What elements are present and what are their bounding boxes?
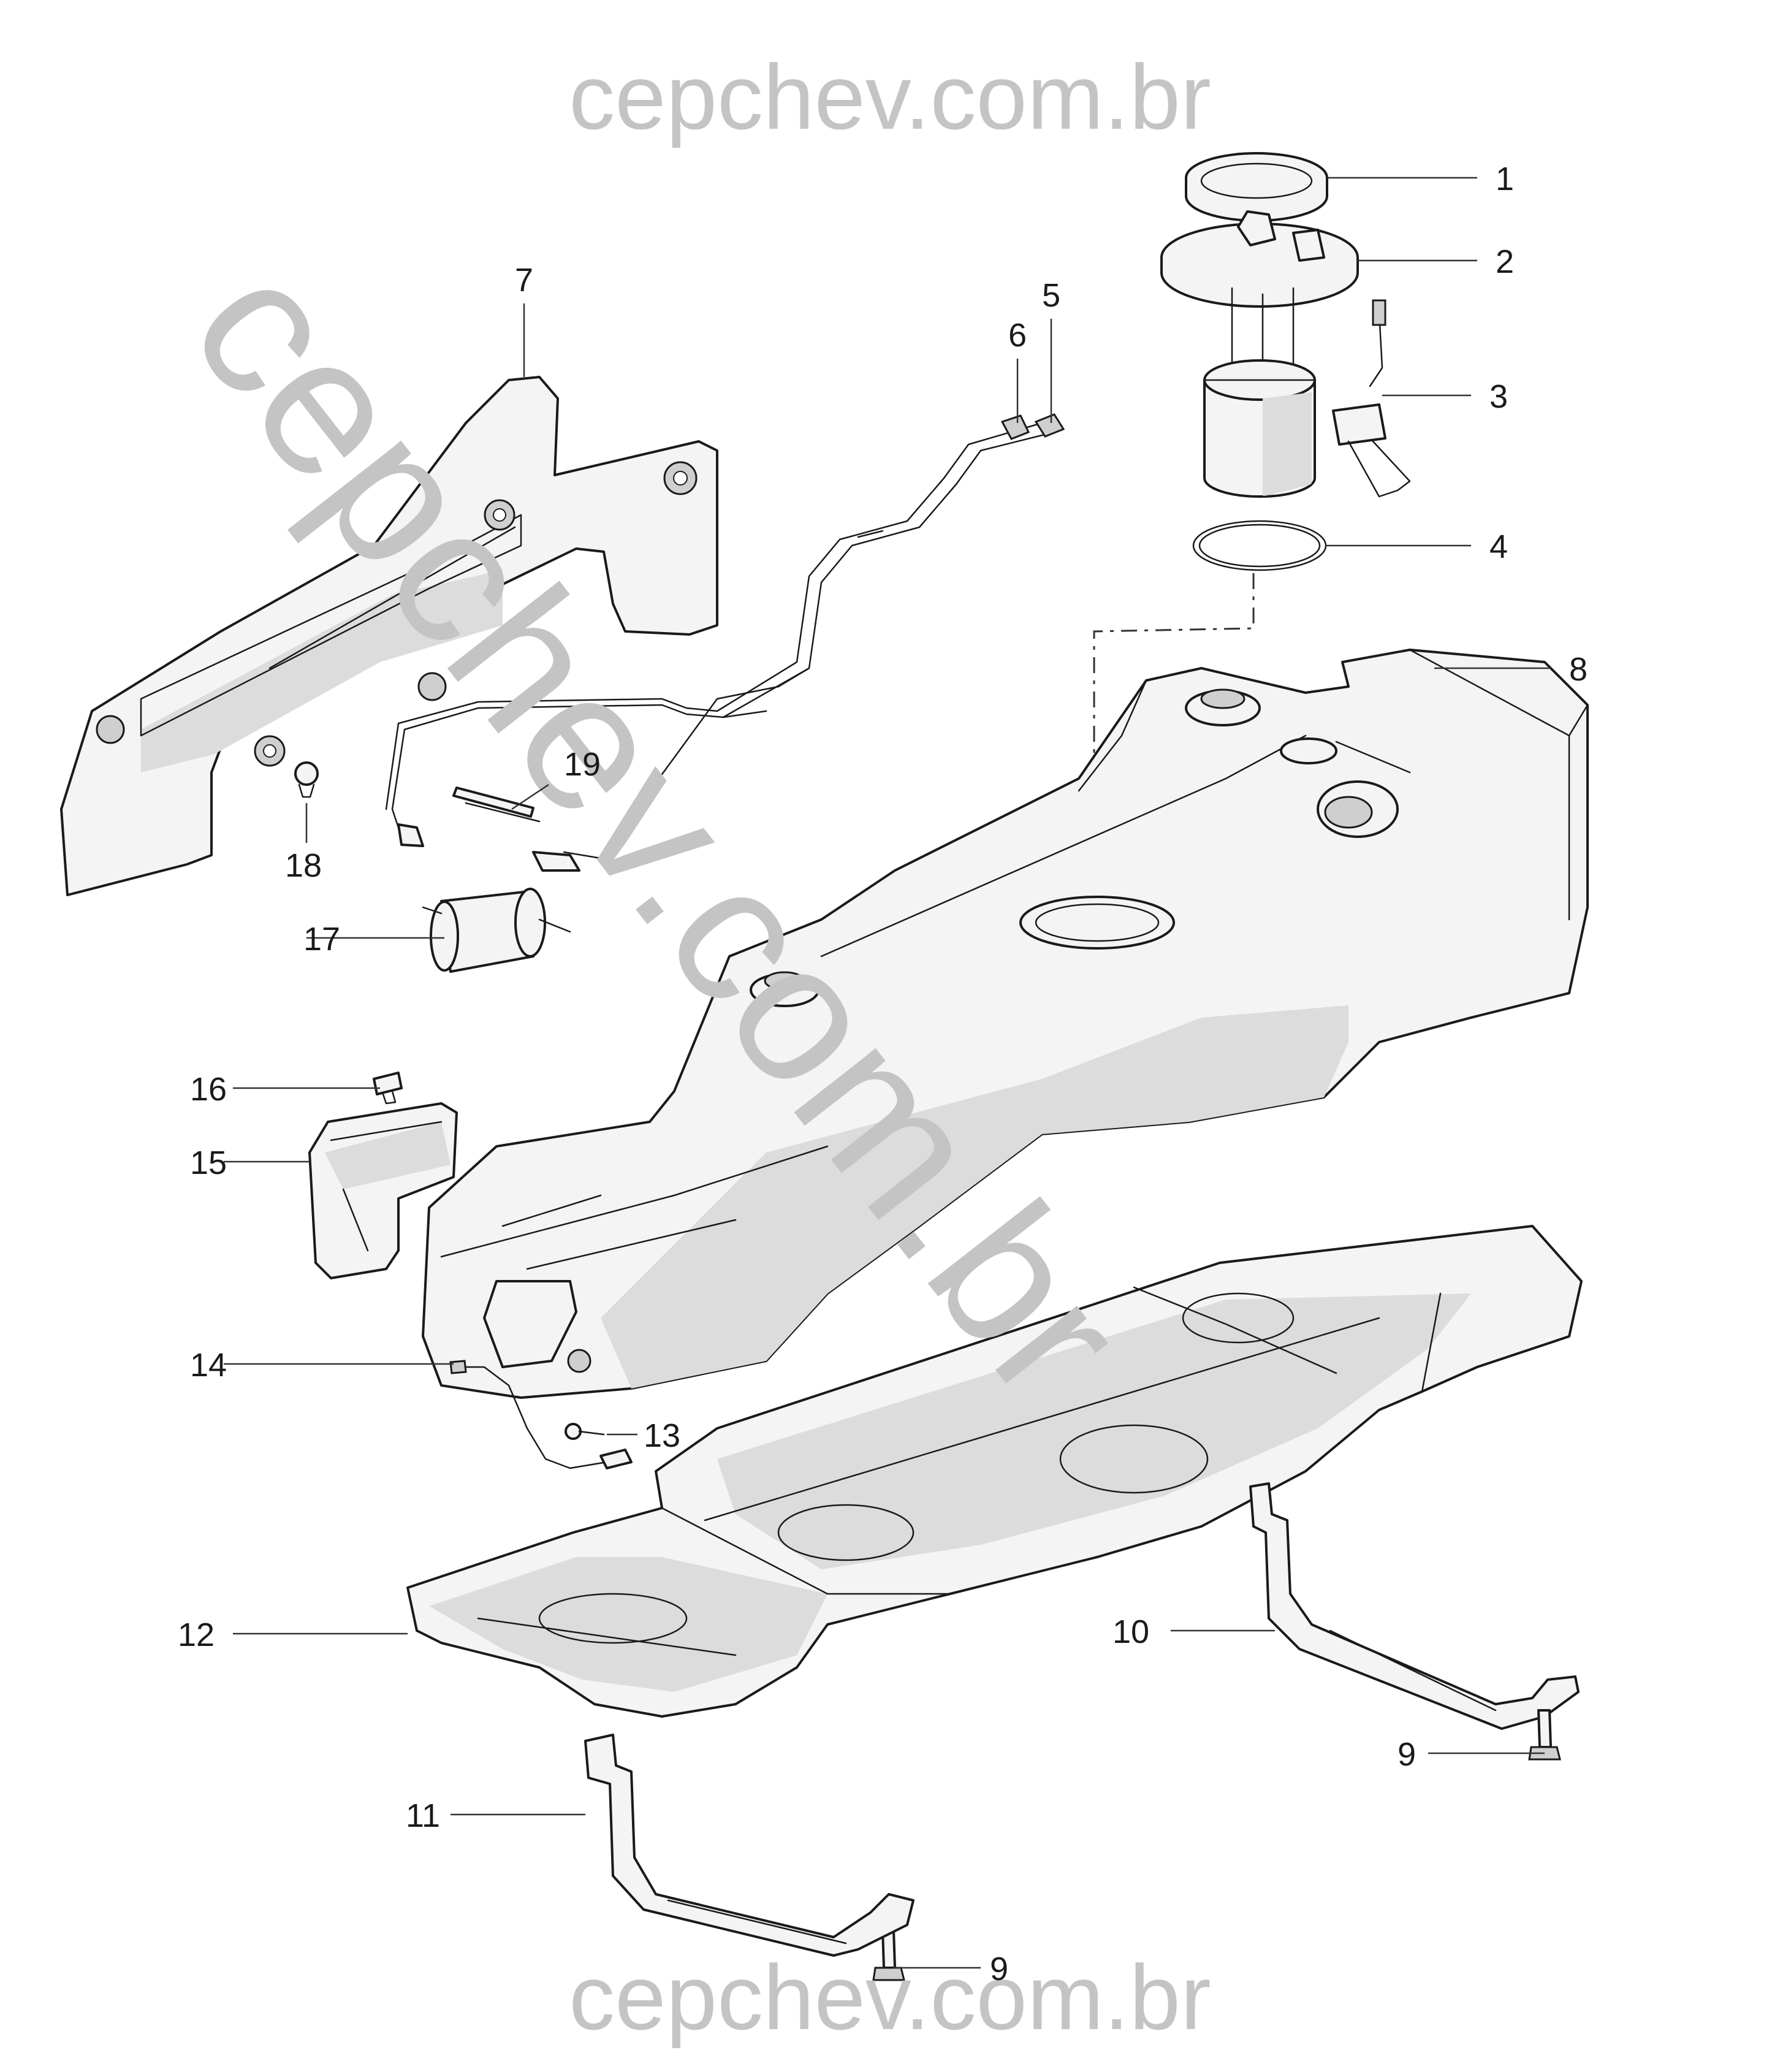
tank-strap-11 <box>584 1734 915 1957</box>
callout-11: 11 <box>406 1797 440 1834</box>
leader-lines <box>224 177 1551 1969</box>
fuel-level-sensor <box>1332 299 1411 498</box>
fuel-tank <box>422 649 1589 1399</box>
lock-ring <box>1185 152 1328 222</box>
shield-15 <box>308 1102 458 1279</box>
fuel-filter <box>397 823 580 973</box>
tank-strap-10 <box>1249 1482 1580 1730</box>
callout-12: 12 <box>178 1617 215 1653</box>
callout-17: 17 <box>303 921 340 958</box>
callout-14: 14 <box>190 1347 227 1384</box>
bolt-13 <box>565 1423 605 1440</box>
fuel-pump-module <box>1203 287 1316 498</box>
bracket-19 <box>452 787 541 823</box>
callout-3: 3 <box>1489 378 1508 415</box>
heat-shield <box>60 376 718 896</box>
callout-7: 7 <box>515 262 533 299</box>
callout-15: 15 <box>190 1145 227 1181</box>
callout-5: 5 <box>1042 277 1060 314</box>
callout-2: 2 <box>1496 243 1514 280</box>
callout-10: 10 <box>1112 1613 1149 1650</box>
callout-1: 1 <box>1496 161 1514 197</box>
fuel-lines <box>385 413 1065 859</box>
callout-9-bottom: 9 <box>990 1951 1008 1987</box>
clip-18 <box>294 761 319 798</box>
pump-flange <box>1160 210 1359 308</box>
callout-18: 18 <box>285 847 322 884</box>
watermark-top: cepchev.com.br <box>569 45 1211 148</box>
callout-8: 8 <box>1569 651 1588 688</box>
callout-13: 13 <box>644 1417 680 1454</box>
callout-6: 6 <box>1008 317 1027 354</box>
callouts: 1 2 3 4 5 6 7 8 9 10 11 12 13 14 15 16 1… <box>178 161 1588 1987</box>
callout-16: 16 <box>190 1071 227 1108</box>
callout-9-right: 9 <box>1398 1736 1416 1773</box>
tank-underbody-shield <box>406 1225 1583 1718</box>
callout-4: 4 <box>1489 528 1508 565</box>
seal-ring <box>1192 520 1327 571</box>
watermark-bottom: cepchev.com.br <box>569 1946 1211 2049</box>
clip-16 <box>373 1072 403 1105</box>
wire-harness-14 <box>449 1360 633 1469</box>
callout-19: 19 <box>564 746 601 783</box>
